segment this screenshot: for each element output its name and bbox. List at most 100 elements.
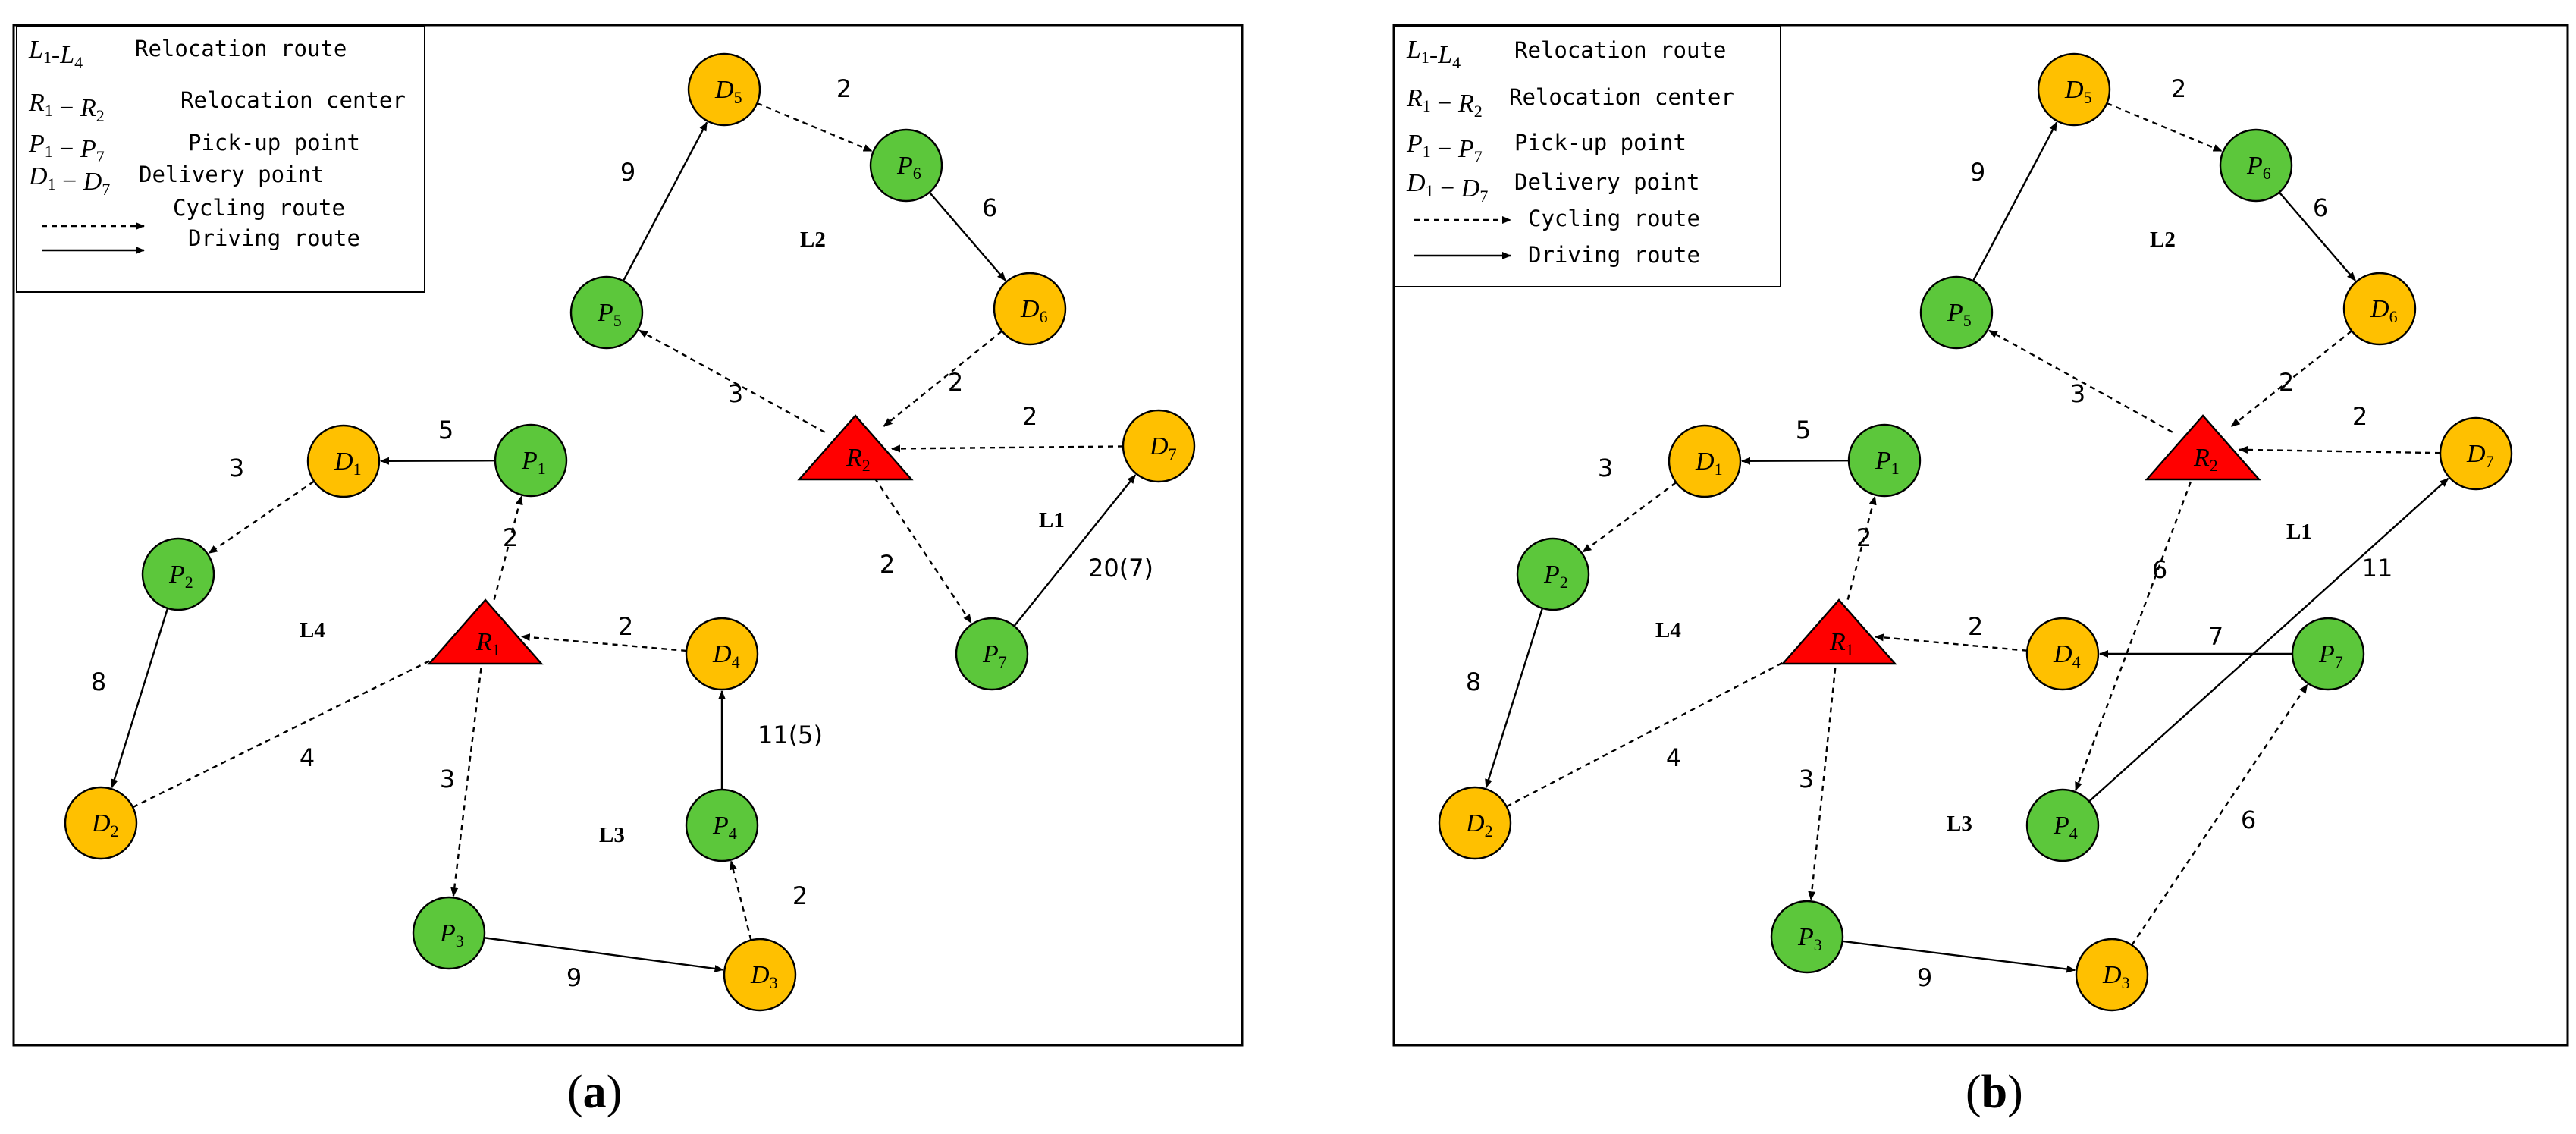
node-p5: P5 [569,275,644,350]
delivery-circle [687,52,761,127]
center-triangle [797,414,914,481]
node-r1: R1 [427,598,544,665]
edge-weight-label: 2 [948,368,963,397]
legend-driving-text: Driving route [1528,242,1700,268]
node-p7: P7 [2291,617,2365,691]
legend-pickup-text: Pick-up point [1514,130,1686,155]
node-label: D3 [750,961,778,992]
delivery-circle [64,786,138,860]
route-label-l1: L1 [1039,508,1065,532]
delivery-circle [1668,424,1742,498]
legend-cycling-text: Cycling route [173,195,345,221]
node-d4: D4 [2025,617,2100,691]
node-label: D2 [91,809,119,840]
pickup-circle [1516,537,1590,611]
edge-weight-label: 11 [2362,554,2393,583]
delivery-circle [685,617,759,691]
legend-pickup-range: P1 − P7 [1406,130,1483,166]
node-d7: D7 [1122,409,1196,483]
node-label: P2 [168,561,193,592]
edge-weight-label: 2 [880,550,895,579]
edge-weight-label: 11(5) [758,721,823,749]
node-d6: D6 [993,272,1067,346]
edge-r1-p1 [1846,495,1877,600]
node-p5: P5 [1919,275,1994,350]
node-label: D1 [334,448,362,479]
edge-weight-label: 2 [2279,368,2294,397]
node-d1: D1 [1668,424,1742,498]
edge-d5-p6 [756,102,873,152]
edge-weight-label: 3 [2070,379,2085,408]
legend-pickup-range: P1 − P7 [28,130,105,166]
node-label: D4 [712,640,740,671]
node-d5: D5 [2037,52,2111,127]
edge-weight-label: 2 [618,612,633,641]
edge-d5-p6 [2106,102,2223,152]
route-label-l3: L3 [599,823,625,847]
edge-p4-d7 [2088,477,2449,803]
node-label: D2 [1465,809,1493,840]
node-label: R2 [2193,444,2218,475]
node-label: P1 [521,447,546,478]
node-p7: P7 [955,617,1029,691]
node-label: P3 [1797,923,1822,954]
edge-weight-label: 2 [503,523,518,552]
edge-weight-label: 2 [1968,612,1983,641]
node-label: D3 [2102,961,2130,992]
edge-p2-d2 [1485,608,1544,789]
edge-weight-label: 9 [620,158,635,187]
node-p4: P4 [685,788,759,862]
pickup-circle [1919,275,1994,350]
edge-weight-label: 2 [1856,523,1872,552]
legend-cycling-text: Cycling route [1528,206,1700,231]
delivery-circle [723,938,797,1012]
node-label: D7 [2466,440,2494,471]
node-d1: D1 [306,424,381,498]
delivery-circle [1438,786,1512,860]
delivery-circle [2025,617,2100,691]
pickup-circle [685,788,759,862]
node-label: P2 [1543,561,1568,592]
node-p4: P4 [2025,788,2100,862]
edge-weight-label: 4 [300,743,315,772]
route-label-l3: L3 [1947,812,1972,836]
edge-weight-label: 3 [229,454,244,482]
legend-delivery-range: D1 − D7 [28,162,110,199]
node-p1: P1 [1847,423,1922,498]
edge-d1-p2 [208,480,315,554]
edge-d2-r1 [132,649,453,809]
edge-weight-label: 6 [2152,555,2167,584]
panel-a: L1-L4 Relocation route R1 − R2 Relocatio… [12,24,1244,1118]
edge-weight-label: 20(7) [1088,554,1153,583]
pickup-circle [2025,788,2100,862]
pickup-circle [2219,128,2293,203]
edge-weight-label: 5 [1796,416,1811,444]
edge-p1-d1 [1740,457,1850,465]
edge-p2-d2 [111,608,169,789]
legend-center-text: Relocation center [180,87,406,113]
edge-weight-label: 3 [1799,765,1814,793]
node-p2: P2 [141,537,215,611]
delivery-circle [993,272,1067,346]
node-p3: P3 [1770,900,1844,974]
pickup-circle [1847,423,1922,498]
pickup-circle [412,896,486,970]
legend-route-text: Relocation route [135,36,347,61]
edge-weight-label: 4 [1666,743,1681,772]
legend-pickup-text: Pick-up point [188,130,360,155]
edge-p5-d5 [1972,121,2058,281]
node-label: D6 [2370,295,2398,326]
pickup-circle [2291,617,2365,691]
node-r2: R2 [797,414,914,481]
node-label: P7 [982,640,1007,671]
route-label-l4: L4 [1655,618,1681,642]
edge-p1-d1 [379,457,496,465]
route-label-l2: L2 [2150,228,2176,252]
center-triangle [2145,414,2261,481]
edge-weight-label: 6 [982,193,997,222]
route-label-l2: L2 [800,228,826,252]
node-d3: D3 [2075,938,2149,1012]
pickup-circle [1770,900,1844,974]
